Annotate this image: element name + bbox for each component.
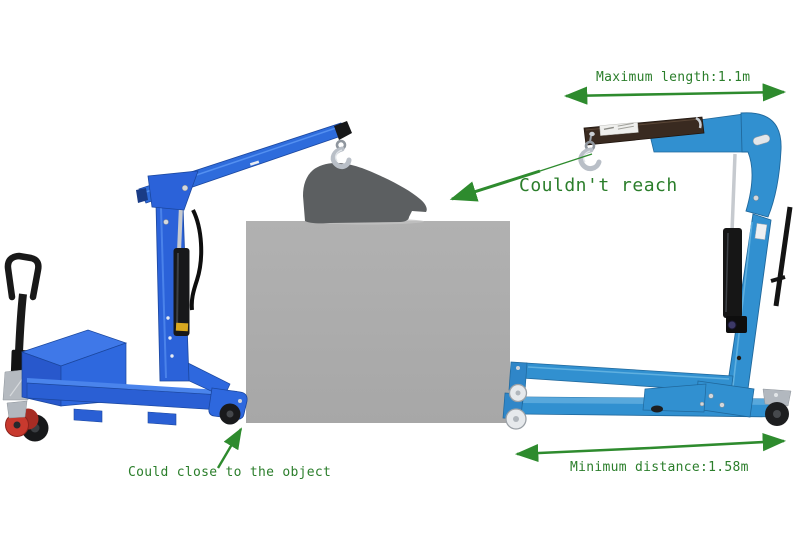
max-length-arrow <box>563 83 787 105</box>
left-crane-rear-wheels <box>5 400 49 442</box>
couldnt-reach-label: Couldn't reach <box>519 175 678 196</box>
close-to-object-arrow <box>216 427 243 469</box>
extension-pin <box>695 116 702 129</box>
right-crane-hook <box>578 135 602 172</box>
load-object <box>303 163 427 224</box>
mast-label <box>754 223 768 240</box>
left-crane-gusset <box>147 170 199 211</box>
left-crane-base <box>26 356 248 426</box>
left-crane <box>2 121 352 442</box>
min-distance-arrow <box>514 433 787 463</box>
right-crane-wheels <box>505 383 792 430</box>
max-length-label: Maximum length:1.1m <box>596 70 751 85</box>
annotation-arrows <box>216 83 787 469</box>
left-crane-hose <box>189 209 204 311</box>
right-crane-elbow <box>740 112 782 218</box>
right-crane-hydraulic-cylinder <box>723 153 747 333</box>
right-crane-legs <box>502 361 784 420</box>
couldnt-reach-arrow <box>449 153 593 202</box>
left-crane-hook <box>330 121 352 170</box>
left-crane-hydraulic-cylinder <box>173 204 204 336</box>
right-crane <box>502 112 793 430</box>
right-crane-pump-handle <box>770 206 793 307</box>
close-to-object-label: Could close to the object <box>128 465 332 480</box>
right-crane-boom-extension <box>583 116 705 146</box>
load-box <box>246 218 510 423</box>
min-distance-label: Minimum distance:1.58m <box>570 460 749 475</box>
